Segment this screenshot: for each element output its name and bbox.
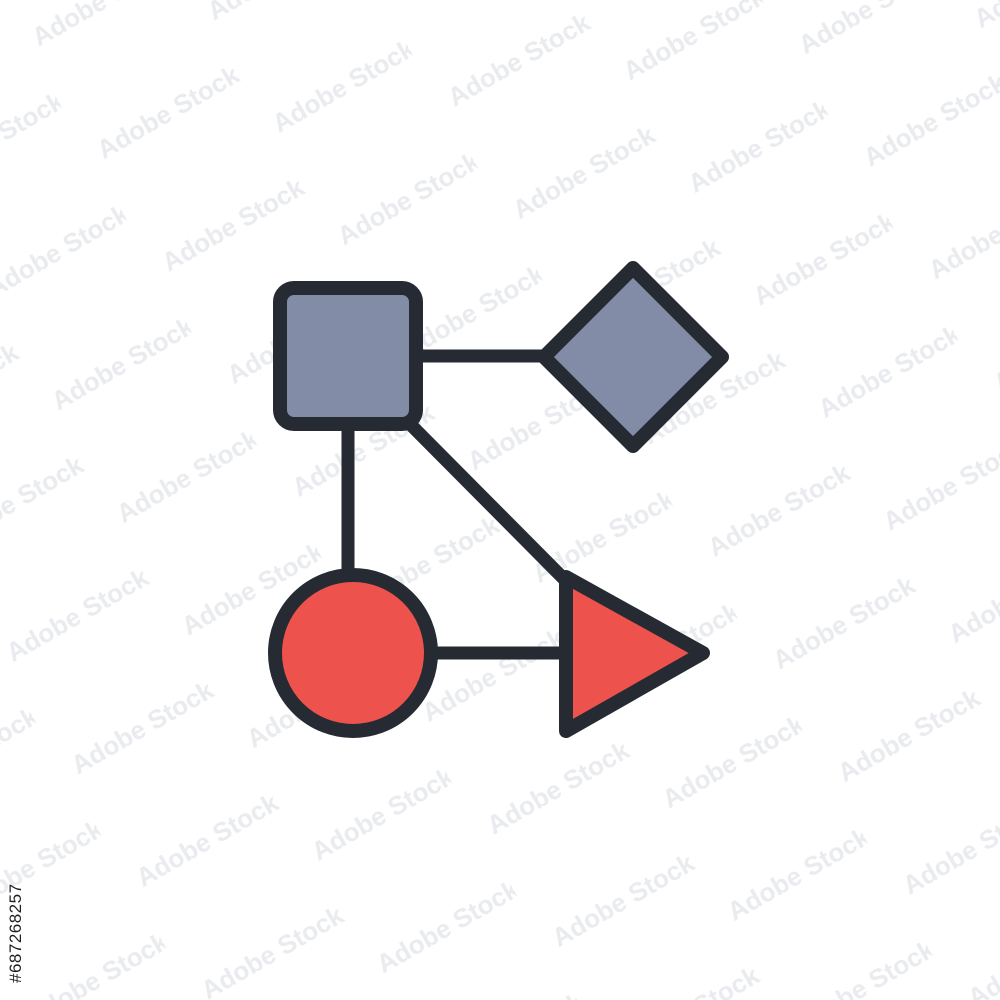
edge-square-triangle xyxy=(403,417,572,587)
square-node xyxy=(273,281,423,431)
triangle-node xyxy=(559,570,710,738)
stock-id-label: #687268257 xyxy=(6,883,25,983)
circle-node xyxy=(268,568,438,738)
diagram-edges xyxy=(341,349,572,660)
diamond-node xyxy=(537,261,729,453)
